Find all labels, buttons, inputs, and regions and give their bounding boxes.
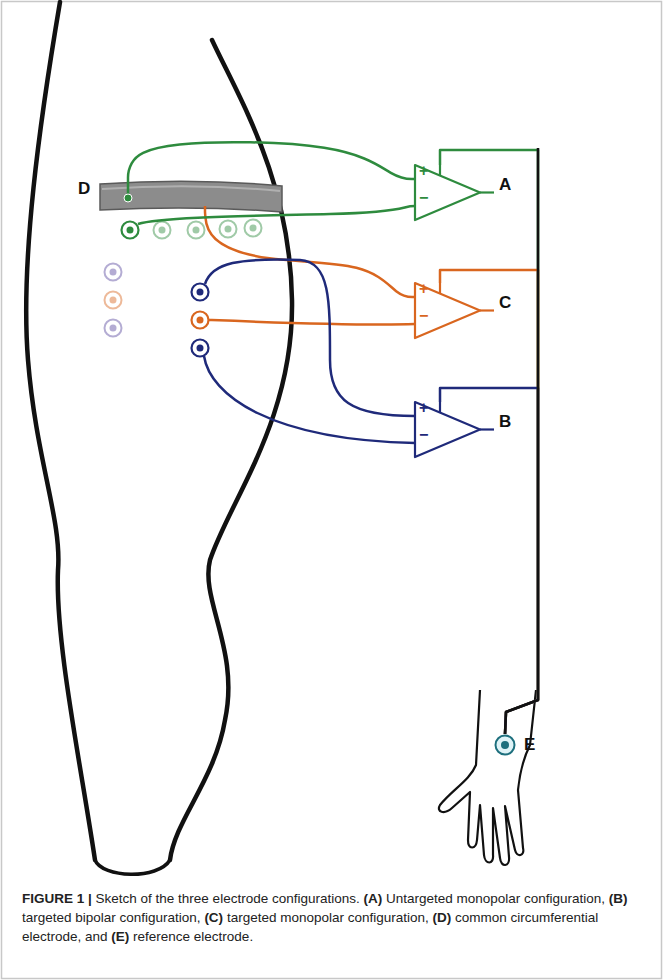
hand-outline [439, 690, 536, 865]
amplifier: +−C [415, 283, 480, 338]
output-letter: B [499, 413, 511, 430]
electrode [192, 312, 209, 329]
output-wire [480, 191, 494, 193]
electrode-wire [205, 260, 415, 416]
circumferential-electrode: D [100, 180, 282, 212]
input-sign: − [419, 308, 428, 324]
electrode-wire [204, 206, 207, 212]
electrode-wire [204, 356, 415, 443]
node-shape [100, 180, 282, 212]
input-sign: + [419, 400, 428, 416]
reference-electrode: E [494, 734, 516, 756]
signal-wire [440, 150, 538, 734]
electrode-grid [105, 220, 262, 357]
leg-outline [170, 40, 292, 860]
electrode-wire [209, 320, 415, 325]
ground-stub [439, 283, 441, 294]
figure-caption: FIGURE 1 | Sketch of the three electrode… [22, 890, 642, 947]
input-sign: + [419, 281, 428, 297]
callout-letter: D [78, 180, 90, 197]
electrode [192, 284, 209, 301]
signal-wire [128, 142, 415, 180]
amplifier: +−B [415, 402, 480, 457]
node-shape [494, 734, 516, 756]
electrode [192, 340, 209, 357]
signal-wire [205, 212, 415, 297]
output-wire [480, 428, 494, 430]
signal-wire [440, 270, 538, 734]
inactive-electrodes [105, 220, 262, 337]
foot-outline [95, 860, 170, 874]
electrode-ring [496, 736, 515, 755]
reference-wire [505, 148, 538, 734]
electrode-contact [501, 741, 509, 749]
output-letter: A [499, 176, 511, 193]
ground-stub [439, 165, 441, 176]
input-sign: + [419, 163, 428, 179]
output-letter: C [499, 294, 511, 311]
band-contact [124, 194, 132, 202]
leg-outline [26, 2, 95, 860]
input-sign: − [419, 427, 428, 443]
output-wire [480, 309, 494, 311]
amplifier: +−A [415, 165, 480, 220]
ground-stub [439, 402, 441, 413]
callout-letter: E [524, 736, 535, 753]
electrode [122, 222, 139, 239]
input-sign: − [419, 190, 428, 206]
